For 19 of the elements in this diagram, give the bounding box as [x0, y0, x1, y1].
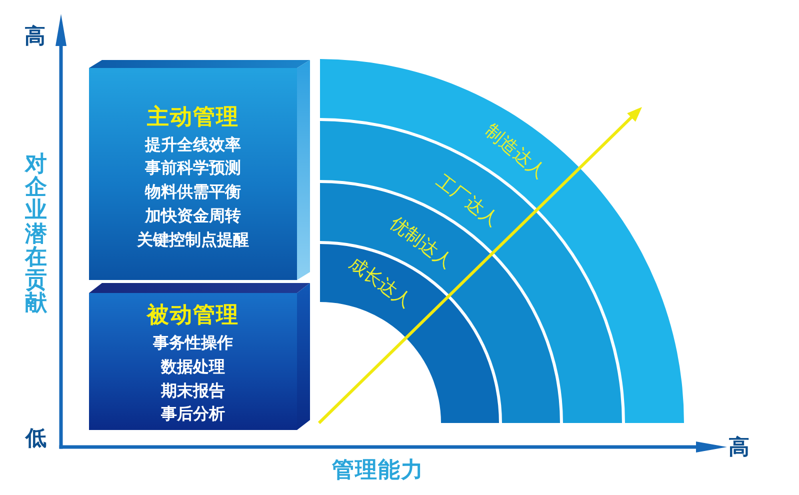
list-item: 物料供需平衡	[145, 182, 241, 202]
scale-label: 高	[24, 24, 46, 48]
list-item: 事前科学预测	[145, 158, 241, 178]
list-item: 期末报告	[161, 381, 225, 401]
heading: 被动管理	[147, 303, 239, 329]
arc-band	[320, 59, 684, 423]
list-item: 关键控制点提醒	[137, 230, 249, 250]
axis-title: 对企业潜在贡献	[24, 152, 48, 316]
scale-label: 高	[728, 435, 750, 459]
list-item: 事务性操作	[153, 333, 233, 353]
list-item: 数据处理	[161, 357, 225, 377]
list-item: 提升全线效率	[145, 135, 241, 155]
axis-title: 管理能力	[332, 458, 424, 484]
scale-label: 低	[26, 426, 46, 450]
heading: 主动管理	[147, 105, 239, 131]
list-item: 加快资金周转	[145, 206, 241, 226]
raised-box	[89, 60, 310, 280]
list-item: 事后分析	[161, 404, 225, 424]
raised-box	[89, 283, 310, 430]
